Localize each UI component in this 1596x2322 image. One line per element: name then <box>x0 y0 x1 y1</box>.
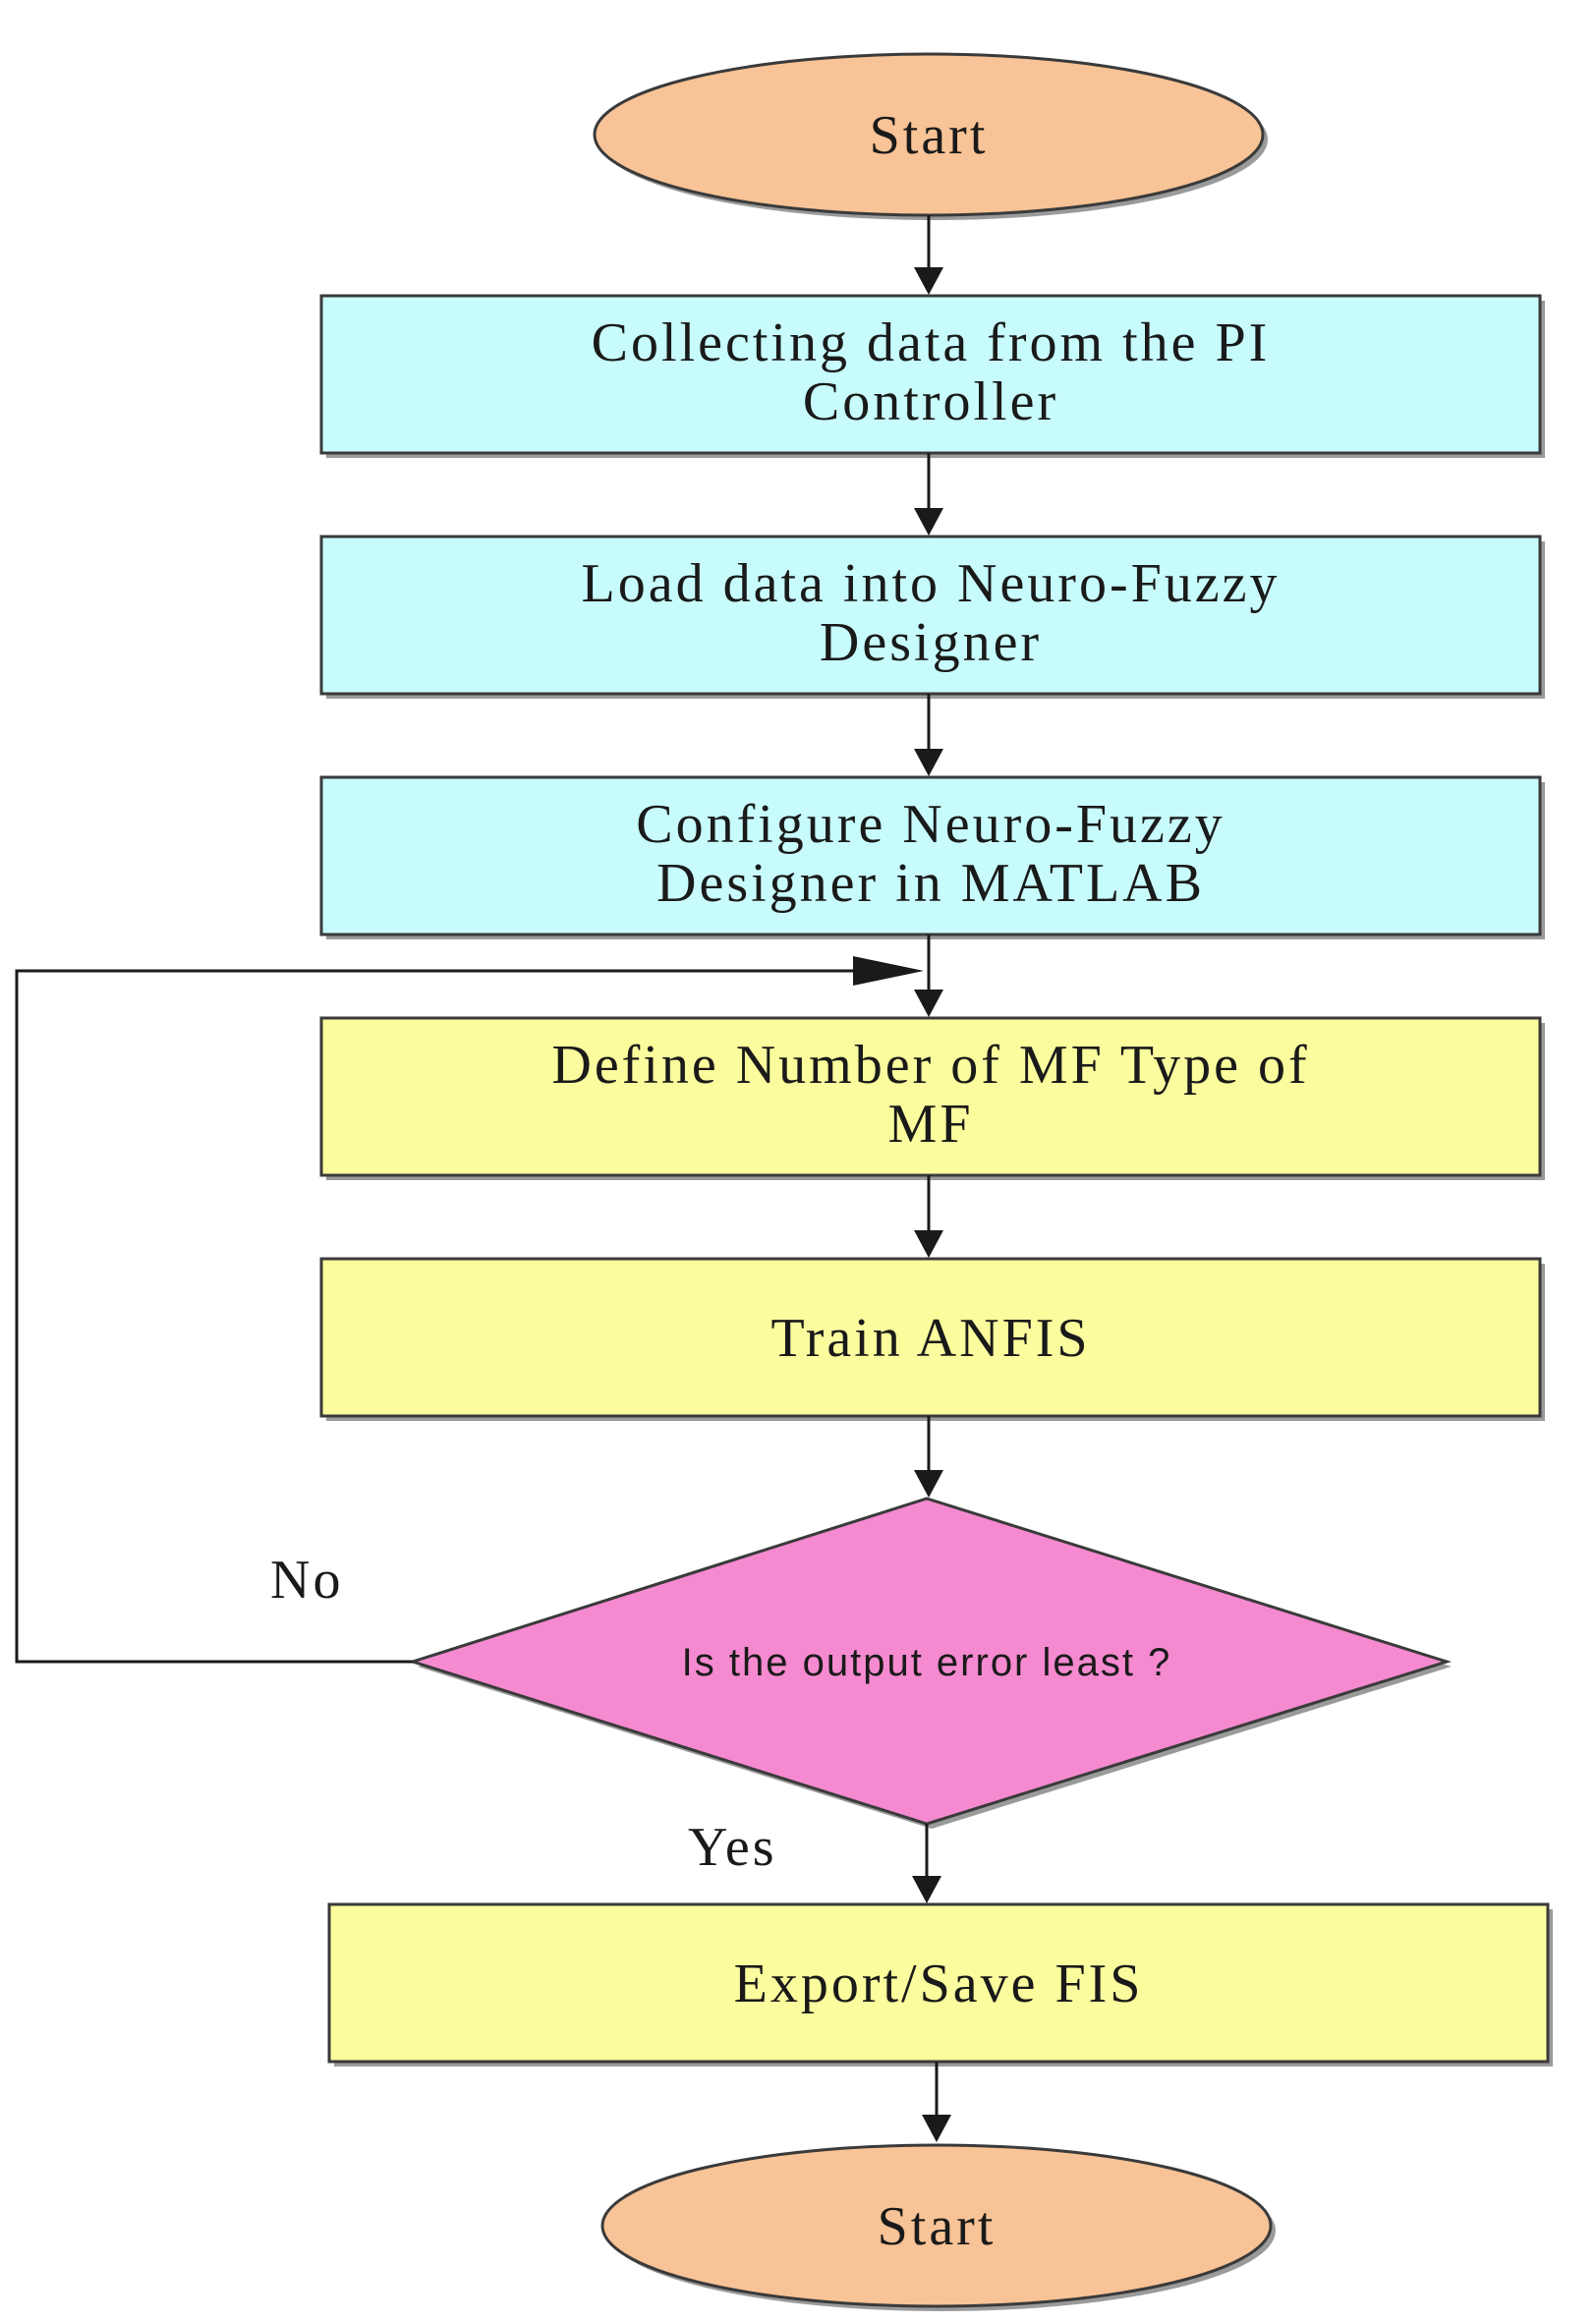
start-bottom-label: Start <box>878 2196 997 2257</box>
configure-box <box>319 775 1542 936</box>
start-terminal-bottom: Start <box>600 2143 1276 2311</box>
edge-label-yes: Yes <box>688 1817 776 1878</box>
train-anfis-label: Train ANFIS <box>770 1308 1090 1369</box>
load-data-label-line1: Load data into Neuro-Fuzzy <box>582 553 1281 614</box>
arrowhead-icon <box>914 749 943 776</box>
configure-label-line1: Configure Neuro-Fuzzy <box>636 794 1226 855</box>
export-fis-box <box>327 1902 1550 2064</box>
arrowhead-icon <box>922 2115 951 2142</box>
edge-label-no: No <box>270 1550 343 1611</box>
collect-data-step: Collecting data from the PI Controller <box>319 294 1545 458</box>
collect-data-box <box>319 294 1542 455</box>
define-mf-box <box>319 1016 1542 1177</box>
load-data-box <box>319 535 1542 696</box>
configure-label-line2: Designer in MATLAB <box>656 853 1205 914</box>
output-error-decision: Is the output error least ? <box>408 1497 1453 1829</box>
start-top-label: Start <box>870 105 989 166</box>
feedback-loop-no <box>15 969 855 1664</box>
start-terminal-top: Start <box>593 52 1268 220</box>
start-bottom-shape <box>600 2143 1273 2308</box>
collect-data-label-line1: Collecting data from the PI <box>592 312 1271 373</box>
arrowhead-icon <box>914 267 943 295</box>
arrowhead-icon <box>914 990 943 1017</box>
arrowhead-icon <box>912 1876 941 1903</box>
train-anfis-box <box>319 1257 1542 1418</box>
configure-step: Configure Neuro-Fuzzy Designer in MATLAB <box>319 775 1545 939</box>
decision-label: Is the output error least ? <box>682 1641 1172 1684</box>
arrowhead-icon <box>914 1470 943 1498</box>
load-data-label-line2: Designer <box>820 612 1042 673</box>
define-mf-step: Define Number of MF Type of MF <box>319 1016 1545 1180</box>
train-anfis-step: Train ANFIS <box>319 1257 1545 1421</box>
arrowhead-icon <box>914 1230 943 1258</box>
collect-data-label-line2: Controller <box>803 371 1058 432</box>
arrowhead-icon <box>914 508 943 536</box>
export-fis-label: Export/Save FIS <box>734 1954 1144 2014</box>
export-fis-step: Export/Save FIS <box>327 1902 1553 2067</box>
define-mf-label-line2: MF <box>888 1094 974 1155</box>
define-mf-label-line1: Define Number of MF Type of <box>551 1035 1309 1096</box>
load-data-step: Load data into Neuro-Fuzzy Designer <box>319 535 1545 699</box>
connectors <box>15 215 951 2142</box>
arrowhead-icon <box>853 956 924 986</box>
